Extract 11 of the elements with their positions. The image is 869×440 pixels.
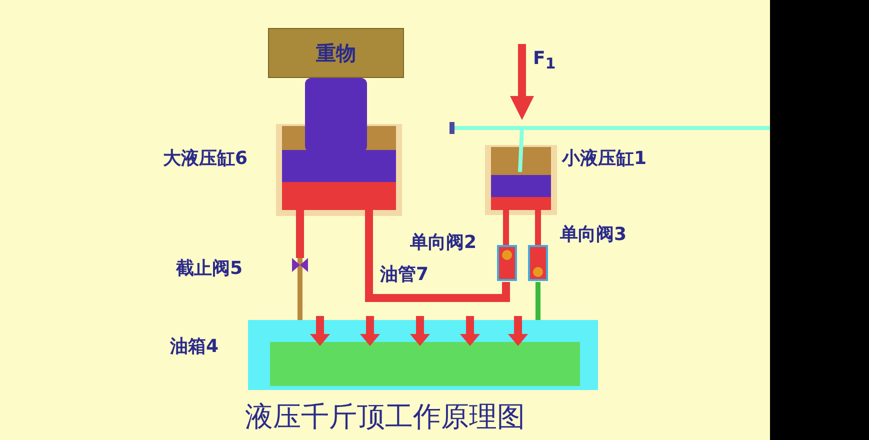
node-text: 重物 (316, 40, 356, 66)
part-label: 截止阀5 (176, 257, 243, 280)
part-label: 油管7 (380, 263, 429, 286)
weight-block (268, 28, 404, 78)
part-label: 单向阀3 (560, 223, 627, 246)
part-label: 小液压缸1 (562, 147, 647, 170)
part-label: 油箱4 (170, 335, 219, 358)
part-label: 单向阀2 (410, 231, 477, 254)
title: 液压千斤顶工作原理图 (244, 399, 526, 435)
part-label: 大液压缸6 (163, 147, 248, 170)
force-label: F$_{1}$ (533, 48, 556, 73)
